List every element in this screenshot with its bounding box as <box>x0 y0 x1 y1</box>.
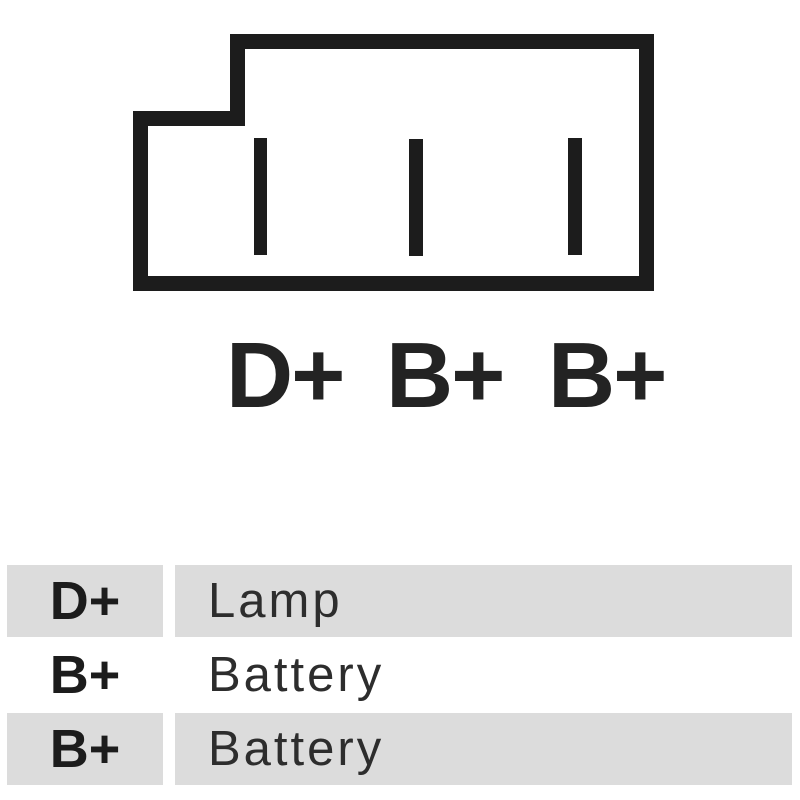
terminal-cell: B+ <box>49 645 121 705</box>
pin-3 <box>568 138 582 255</box>
connection-cell: Battery <box>208 648 385 702</box>
terminal-table: D+ Lamp B+ Battery B+ Battery <box>7 565 792 787</box>
terminal-cell: B+ <box>7 713 163 785</box>
connection-cell: Battery <box>175 713 792 785</box>
pin-2 <box>409 139 423 256</box>
table-row: D+ Lamp <box>7 565 792 637</box>
terminal-cell: D+ <box>7 565 163 637</box>
connection-cell: Lamp <box>175 565 792 637</box>
pin-1 <box>254 138 267 255</box>
pin-label-b-plus-2: B+ <box>548 323 667 427</box>
pin-label-d-plus: D+ <box>226 323 345 427</box>
table-row: B+ Battery <box>7 639 792 711</box>
connector-diagram <box>133 34 654 291</box>
connector-outline <box>133 34 654 291</box>
pin-label-b-plus-1: B+ <box>386 323 505 427</box>
table-row: B+ Battery <box>7 713 792 785</box>
